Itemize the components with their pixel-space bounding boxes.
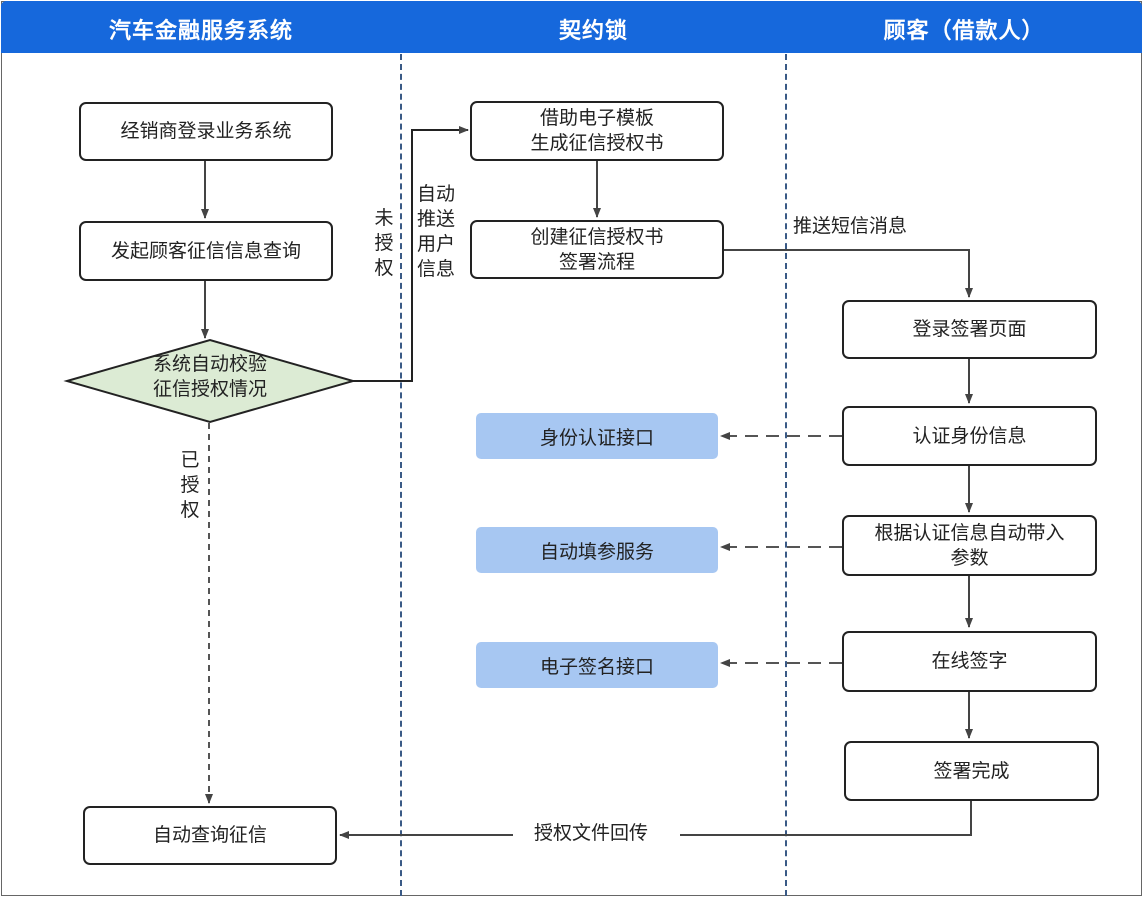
- node-autofill-params-line2: 参数: [950, 546, 989, 569]
- node-verify-identity-label: 认证身份信息: [912, 424, 1027, 447]
- lane-title-customer: 顾客（借款人）: [883, 19, 1045, 44]
- node-dealer-login-label: 经销商登录业务系统: [120, 120, 292, 142]
- edge-label-return-file: 授权文件回传: [534, 822, 649, 844]
- node-login-sign-page: 登录签署页面: [842, 300, 1097, 359]
- node-template: 借助电子模板 生成征信授权书: [470, 101, 724, 161]
- arrow-decision-to-template: [353, 126, 469, 382]
- edge-label-authorized: 已授权: [180, 449, 200, 521]
- node-start-query-label: 发起顾客征信信息查询: [110, 239, 301, 262]
- lane-divider-1: [400, 54, 402, 896]
- decision-label-line2: 征信授权情况: [152, 378, 267, 400]
- node-autofill-params: 根据认证信息自动带入 参数: [842, 515, 1097, 576]
- node-verify-identity: 认证身份信息: [842, 406, 1097, 466]
- node-esign-api-label: 电子签名接口: [539, 655, 654, 678]
- edge-label-not-authorized: 未授权: [374, 207, 394, 279]
- edge-label-push-sms: 推送短信消息: [793, 215, 908, 237]
- decision-label-line1: 系统自动校验: [152, 353, 267, 375]
- lane-title-qiyuesuo: 契约锁: [558, 19, 628, 44]
- node-start-query: 发起顾客征信信息查询: [79, 221, 333, 281]
- node-template-line2: 生成征信授权书: [530, 132, 664, 154]
- node-online-sign: 在线签字: [842, 631, 1097, 692]
- node-sign-done: 签署完成: [844, 741, 1099, 801]
- node-online-sign-label: 在线签字: [931, 650, 1008, 672]
- lane-title-finance: 汽车金融服务系统: [108, 19, 293, 44]
- node-autofill-service-label: 自动填参服务: [539, 540, 654, 563]
- lane-divider-2: [785, 54, 787, 896]
- node-auto-query: 自动查询征信: [83, 806, 337, 865]
- node-autofill-params-line1: 根据认证信息自动带入: [874, 521, 1065, 544]
- node-auto-query-label: 自动查询征信: [152, 824, 267, 846]
- node-login-sign-page-label: 登录签署页面: [912, 318, 1027, 340]
- arrow-return-file-right: [680, 801, 972, 836]
- node-esign-api: 电子签名接口: [476, 642, 718, 688]
- node-identity-api: 身份认证接口: [476, 413, 718, 459]
- arrow-flow-to-login: [723, 249, 973, 298]
- lane-header: 汽车金融服务系统 契约锁 顾客（借款人）: [1, 1, 1142, 53]
- edge-label-auto-push: 自动推送用户信息: [416, 183, 455, 280]
- node-identity-api-label: 身份认证接口: [539, 426, 654, 449]
- node-create-flow-line2: 签署流程: [558, 250, 635, 273]
- node-autofill-service: 自动填参服务: [476, 527, 718, 573]
- decision-label: 系统自动校验 征信授权情况: [120, 352, 300, 402]
- node-sign-done-label: 签署完成: [933, 759, 1010, 782]
- node-dealer-login: 经销商登录业务系统: [79, 102, 333, 161]
- node-template-line1: 借助电子模板: [539, 107, 654, 129]
- node-create-flow: 创建征信授权书 签署流程: [470, 220, 724, 279]
- node-create-flow-line1: 创建征信授权书: [530, 225, 664, 248]
